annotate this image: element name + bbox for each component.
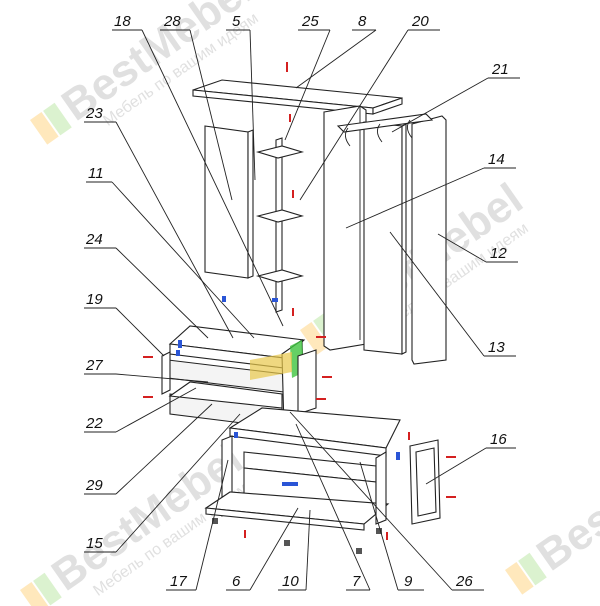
label-19: 19 xyxy=(86,291,103,308)
label-18: 18 xyxy=(114,13,131,30)
shelf-rack xyxy=(255,137,305,313)
label-8: 8 xyxy=(358,13,367,30)
side-panel-right xyxy=(411,115,447,365)
label-12: 12 xyxy=(490,245,507,262)
label-7: 7 xyxy=(352,573,361,590)
side-panel-left xyxy=(323,105,367,351)
fasteners xyxy=(143,62,456,554)
label-20: 20 xyxy=(411,13,429,30)
handle-blue xyxy=(282,482,298,486)
label-27: 27 xyxy=(85,357,103,374)
drawer-guide-yellow xyxy=(250,352,292,380)
label-9: 9 xyxy=(404,573,413,590)
label-26: 26 xyxy=(455,573,473,590)
side-door xyxy=(409,439,441,525)
label-14: 14 xyxy=(488,151,505,168)
label-5: 5 xyxy=(232,13,241,30)
label-13: 13 xyxy=(488,339,505,356)
label-15: 15 xyxy=(86,535,103,552)
drawer-block xyxy=(161,325,317,429)
label-17: 17 xyxy=(170,573,187,590)
label-21: 21 xyxy=(491,61,509,78)
label-28: 28 xyxy=(163,13,181,30)
hanger-bar xyxy=(336,113,434,147)
label-10: 10 xyxy=(282,573,299,590)
back-panel xyxy=(204,125,254,279)
watermark-brand-4: BestMebel xyxy=(528,414,600,580)
label-29: 29 xyxy=(85,477,103,494)
callout-leaders xyxy=(84,29,520,591)
label-6: 6 xyxy=(232,573,241,590)
label-16: 16 xyxy=(490,431,507,448)
top-shelf xyxy=(192,79,403,115)
label-22: 22 xyxy=(85,415,103,432)
label-25: 25 xyxy=(301,13,319,30)
bottom-cabinet xyxy=(204,407,401,531)
label-23: 23 xyxy=(85,105,103,122)
label-24: 24 xyxy=(85,231,103,248)
label-11: 11 xyxy=(88,165,104,182)
watermark-brand-1: BestMebel xyxy=(53,0,261,130)
callout-labels: 18 28 5 25 8 20 21 23 14 11 12 24 13 19 … xyxy=(85,13,509,590)
hanger-panel xyxy=(363,121,407,355)
